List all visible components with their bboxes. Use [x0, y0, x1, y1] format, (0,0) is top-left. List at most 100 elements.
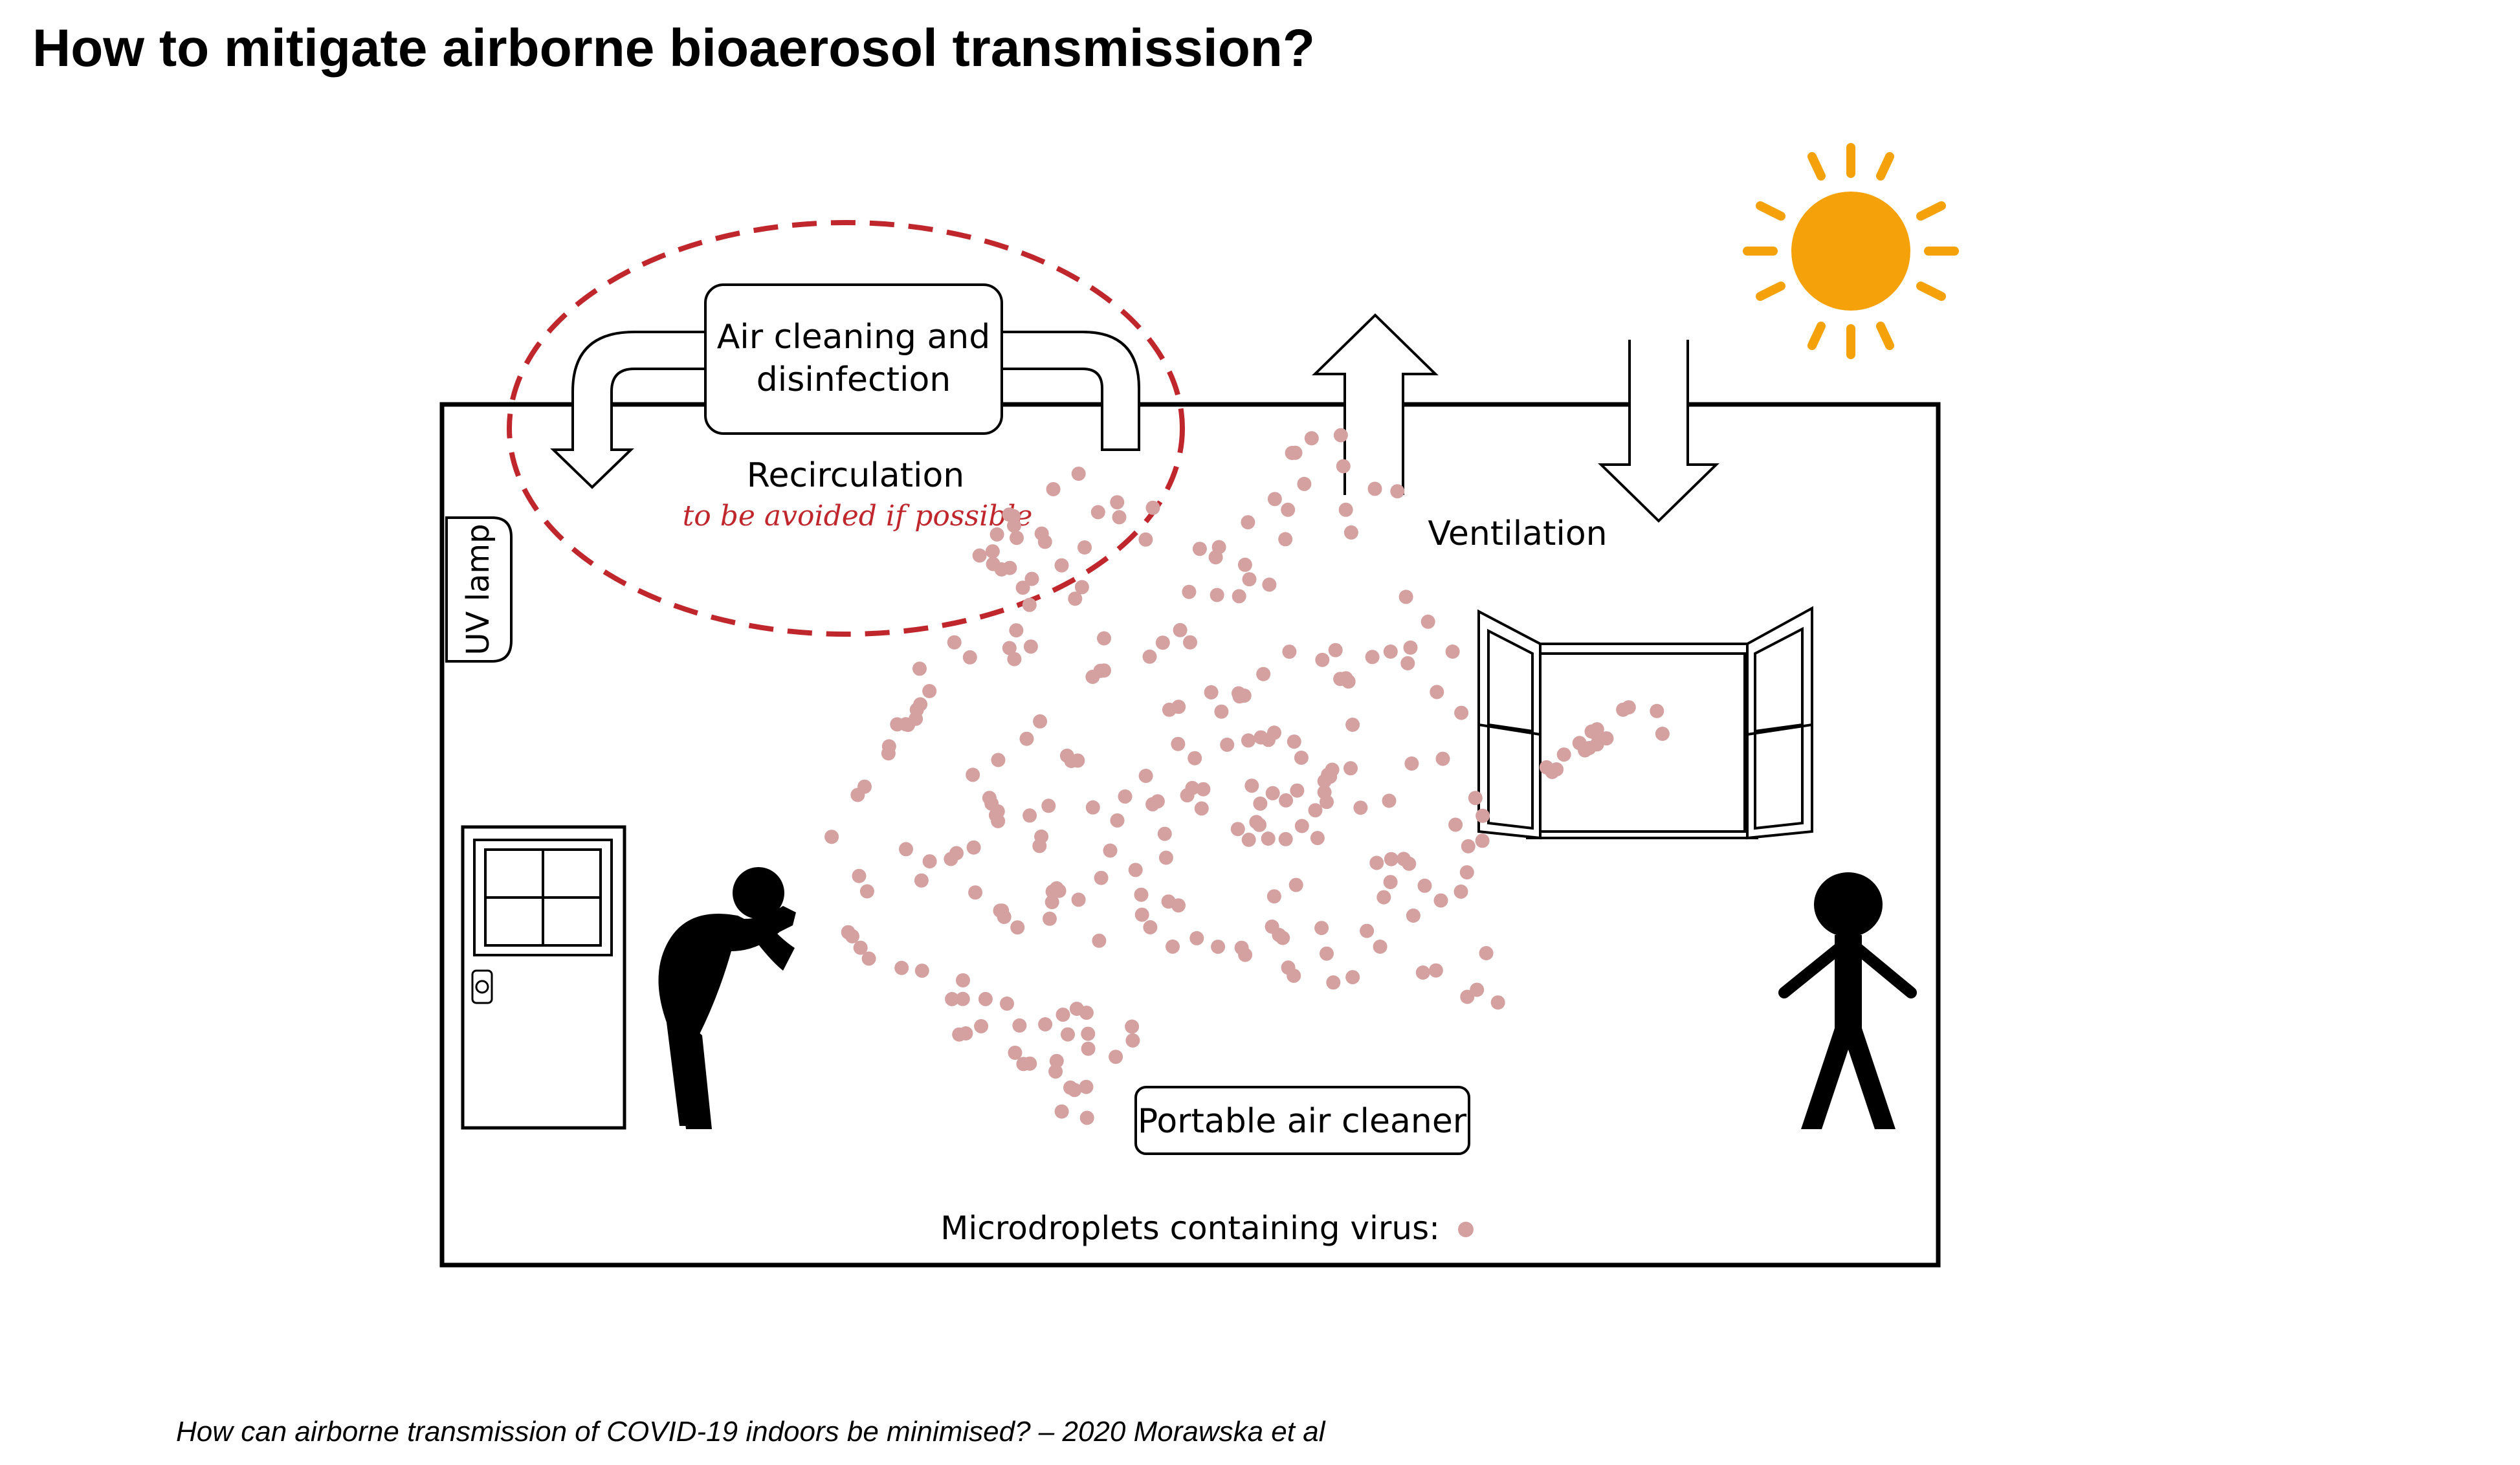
- virus-droplet: [1068, 591, 1083, 606]
- virus-droplet: [1125, 1033, 1140, 1048]
- virus-droplet: [852, 868, 867, 883]
- virus-droplet: [1161, 894, 1176, 909]
- virus-droplet: [1345, 970, 1360, 985]
- virus-droplet: [1097, 631, 1111, 646]
- virus-droplet: [853, 940, 868, 955]
- virus-droplet: [1211, 940, 1226, 954]
- virus-droplet: [1490, 995, 1505, 1010]
- virus-droplet: [1398, 589, 1413, 604]
- virus-droplet: [1049, 1053, 1064, 1068]
- virus-droplet: [1267, 492, 1282, 507]
- virus-droplet: [1230, 822, 1245, 837]
- virus-droplet: [850, 788, 865, 802]
- virus-droplet: [1157, 826, 1172, 841]
- virus-droplet: [1278, 832, 1293, 846]
- virus-droplet: [1256, 666, 1271, 681]
- virus-droplet: [1278, 532, 1293, 547]
- virus-droplet: [1090, 505, 1105, 520]
- virus-droplet: [985, 544, 1000, 559]
- virus-droplet: [1404, 756, 1419, 771]
- virus-droplet: [1007, 518, 1021, 533]
- virus-droplet: [1288, 877, 1303, 892]
- droplet-cloud: [824, 428, 1670, 1125]
- virus-droplet: [1232, 589, 1246, 604]
- recirculation-return-arrow: [550, 331, 711, 489]
- virus-droplet: [909, 711, 923, 726]
- virus-droplet: [1019, 731, 1034, 746]
- virus-droplet: [1314, 921, 1329, 936]
- virus-droplet: [1365, 650, 1380, 665]
- virus-droplet: [1545, 765, 1560, 779]
- virus-droplet: [1650, 703, 1664, 718]
- virus-droplet: [1336, 459, 1351, 474]
- virus-droplet: [1016, 1057, 1031, 1072]
- virus-droplet: [1056, 1008, 1070, 1022]
- virus-droplet: [991, 753, 1006, 767]
- virus-droplet: [1110, 813, 1125, 828]
- virus-droplet: [1241, 515, 1255, 530]
- virus-droplet: [1109, 1050, 1123, 1064]
- virus-droplet: [1383, 875, 1398, 890]
- virus-droplet: [1338, 502, 1353, 517]
- sun-icon: [1743, 143, 1959, 359]
- virus-droplet: [1012, 1018, 1027, 1033]
- virus-droplet: [1192, 542, 1207, 556]
- virus-droplet: [1010, 531, 1024, 545]
- virus-droplet: [1328, 643, 1343, 657]
- air-cleaning-unit: [704, 283, 1003, 435]
- virus-droplet: [841, 925, 856, 940]
- virus-droplet: [962, 650, 977, 665]
- virus-droplet: [1266, 889, 1281, 904]
- virus-droplet: [1261, 832, 1276, 846]
- virus-droplet: [1470, 982, 1485, 997]
- ventilation-label: Ventilation: [1428, 514, 1607, 553]
- virus-droplet: [1376, 890, 1391, 905]
- page-title: How to mitigate airborne bioaerosol tran…: [32, 19, 1315, 78]
- virus-droplet: [1046, 482, 1061, 496]
- virus-droplet: [1054, 1104, 1069, 1119]
- virus-droplet: [1315, 652, 1330, 667]
- virus-droplet: [1220, 737, 1235, 752]
- virus-droplet: [1002, 641, 1017, 655]
- virus-droplet: [1578, 743, 1593, 758]
- virus-droplet: [1034, 829, 1049, 844]
- virus-droplet: [1037, 534, 1052, 549]
- virus-droplet: [945, 992, 960, 1006]
- virus-droplet: [824, 830, 839, 844]
- virus-droplet: [1232, 689, 1247, 704]
- virus-droplet: [1428, 963, 1443, 978]
- virus-droplet: [1325, 762, 1340, 777]
- virus-droplet: [1210, 588, 1224, 602]
- virus-droplet: [1468, 791, 1483, 806]
- virus-droplet: [1308, 803, 1323, 818]
- virus-droplet: [1343, 525, 1358, 540]
- air-cleaning-label-line1: Air cleaning and: [717, 318, 991, 357]
- virus-droplet: [1008, 1045, 1022, 1060]
- virus-droplet: [990, 804, 1005, 819]
- virus-droplet: [1326, 975, 1341, 990]
- virus-droplet: [859, 884, 874, 899]
- virus-droplet: [1138, 532, 1153, 547]
- uv-lamp: [445, 516, 513, 663]
- virus-droplet: [993, 903, 1008, 918]
- virus-droplet: [1234, 940, 1249, 955]
- virus-droplet: [922, 684, 937, 698]
- virus-droplet: [949, 846, 964, 861]
- virus-droplet: [1244, 778, 1259, 793]
- virus-droplet: [1022, 597, 1037, 612]
- virus-droplet: [1297, 476, 1312, 491]
- virus-droplet: [1079, 1110, 1094, 1125]
- virus-droplet: [1110, 495, 1125, 510]
- recirculation-label: Recirculation: [747, 456, 965, 495]
- droplet-legend-marker: [1458, 1222, 1474, 1237]
- virus-droplet: [1261, 732, 1276, 747]
- virus-droplet: [1420, 614, 1435, 629]
- virus-droplet: [1476, 808, 1490, 823]
- virus-droplet: [1189, 931, 1204, 945]
- virus-droplet: [1242, 572, 1257, 587]
- virus-droplet: [1118, 789, 1133, 804]
- virus-droplet: [1054, 558, 1069, 573]
- virus-droplet: [1382, 793, 1397, 808]
- virus-droplet: [1214, 704, 1229, 719]
- virus-droplet: [1085, 670, 1100, 684]
